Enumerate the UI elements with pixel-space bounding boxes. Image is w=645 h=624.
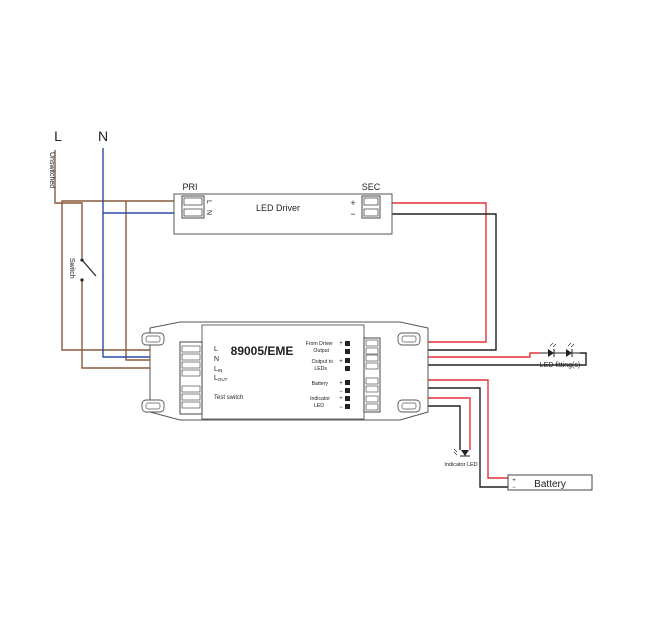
led-fitting: LED fitting(s) [540, 342, 580, 369]
wire-battery-minus [380, 387, 512, 488]
indicator-led-label: Indicator LED [444, 462, 477, 468]
module-right-terminal [363, 337, 381, 413]
wire-driver-minus [380, 213, 497, 351]
live-label: L [54, 128, 62, 144]
driver-title: LED Driver [256, 203, 300, 213]
wire-driver-plus [380, 202, 487, 343]
svg-text:Indicator: Indicator [310, 396, 330, 402]
svg-text:+: + [339, 381, 343, 387]
svg-text:+: + [339, 359, 343, 365]
battery-pack: + − Battery [507, 474, 593, 491]
driver-pri-terminal [181, 195, 205, 219]
svg-text:−: − [339, 405, 343, 411]
wires [54, 148, 587, 488]
test-switch-label: Test switch [214, 395, 243, 401]
svg-text:N: N [205, 210, 212, 215]
led-diode-1-icon [548, 342, 557, 357]
svg-text:L: L [205, 200, 212, 204]
svg-text:−: − [350, 209, 355, 219]
emergency-module: L N LIN LOUT Test switch 89005/EME From … [141, 321, 429, 421]
svg-text:LEDs: LEDs [314, 366, 327, 372]
led-diode-2-icon [566, 342, 575, 357]
svg-text:+: + [339, 341, 343, 347]
switch-symbol: Switch [68, 258, 97, 282]
wire-live-to-switch [62, 202, 83, 258]
unswitched-label: Unswitched [48, 152, 55, 188]
svg-text:From Driver: From Driver [306, 341, 334, 347]
module-pin-lout: LOUT [214, 375, 228, 382]
module-pin-l: L [214, 346, 218, 353]
wire-live-to-driver [54, 150, 186, 204]
led-driver: PRI SEC LED Driver L N + − [173, 182, 393, 235]
svg-text:Output: Output [313, 348, 329, 354]
wire-led-plus [380, 352, 540, 358]
wire-led-minus [380, 352, 587, 366]
driver-sec-label: SEC [362, 182, 381, 192]
battery-label: Battery [534, 479, 566, 490]
led-fitting-label: LED fitting(s) [540, 362, 580, 369]
wire-battery-plus [380, 379, 512, 479]
module-pin-n: N [214, 356, 219, 363]
svg-text:−: − [339, 389, 343, 395]
indicator-led-icon [453, 448, 470, 457]
driver-pri-label: PRI [182, 182, 197, 192]
svg-text:+: + [350, 198, 355, 208]
module-left-terminal [179, 341, 203, 415]
svg-text:LED: LED [314, 403, 324, 409]
svg-text:+: + [339, 396, 343, 402]
svg-text:−: − [512, 485, 516, 491]
module-model: 89005/EME [231, 344, 294, 358]
svg-text:Output to: Output to [312, 359, 333, 365]
module-pin-lin: LIN [214, 366, 222, 373]
indicator-led: Indicator LED [444, 448, 478, 468]
driver-sec-terminal [361, 195, 381, 219]
wire-live-unswitched [61, 203, 186, 351]
svg-text:Battery: Battery [312, 381, 329, 387]
neutral-label: N [98, 128, 108, 144]
svg-text:+: + [512, 478, 516, 484]
switch-label: Switch [68, 258, 75, 279]
